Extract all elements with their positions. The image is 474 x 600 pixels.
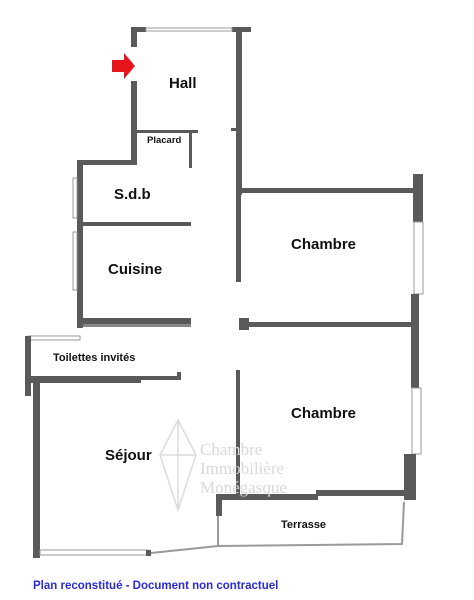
- room-label-sdb: S.d.b: [114, 186, 151, 203]
- room-label-toilettes: Toilettes invités: [53, 352, 136, 364]
- bedroom-window-upper: [413, 221, 424, 295]
- bedroom-right-wall-upper: [413, 174, 423, 222]
- cuisine-counter: [83, 324, 191, 327]
- corridor-door-jamb: [239, 318, 249, 330]
- sejour-terrasse-line: [150, 545, 219, 554]
- sdb-top-wall: [77, 160, 137, 165]
- cuisine-bottom-wall: [83, 318, 191, 324]
- room-label-placard: Placard: [147, 135, 182, 146]
- cuisine-window: [72, 231, 78, 291]
- terrasse-outline: [217, 500, 405, 548]
- room-label-hall: Hall: [169, 75, 197, 92]
- corridor-right-wall: [236, 190, 241, 282]
- bedroom-top-wall: [236, 188, 418, 193]
- entry-arrow-icon: [112, 53, 135, 79]
- sdb-right-wall: [189, 154, 192, 168]
- sejour-bottom-window: [39, 549, 149, 556]
- placard-top-wall: [137, 130, 198, 133]
- toilettes-bottom-wall: [31, 376, 181, 380]
- sdb-cuisine-wall: [83, 222, 191, 226]
- hall-left-wall-lower: [131, 81, 137, 163]
- sdb-left-wall: [77, 160, 83, 328]
- toilettes-top-window: [27, 335, 81, 341]
- sejour-left-wall: [33, 376, 40, 558]
- room-label-cuisine: Cuisine: [108, 261, 163, 278]
- watermark-text: Chambre Immobilière Monégasque: [200, 440, 287, 497]
- toilettes-left-wall: [25, 336, 31, 396]
- walls: [25, 27, 424, 558]
- diamond-logo-icon: [159, 418, 197, 513]
- room-label-chambre-bottom: Chambre: [291, 405, 357, 422]
- bedroom-right-wall-lower: [404, 454, 416, 500]
- bedroom-bottom-wall-left: [218, 494, 318, 500]
- hall-window: [145, 27, 233, 32]
- room-label-chambre-top: Chambre: [291, 236, 357, 253]
- hall-top-wall: [131, 27, 146, 32]
- sejour-bottom-wall-mid: [146, 550, 151, 556]
- sdb-window: [72, 177, 78, 219]
- placard-right-wall: [189, 130, 192, 154]
- bedroom-divider-wall: [249, 322, 413, 327]
- room-label-terrasse: Terrasse: [281, 519, 327, 531]
- footer-disclaimer: Plan reconstitué - Document non contract…: [33, 580, 279, 592]
- watermark-line-2: Immobilière: [200, 459, 285, 478]
- bedroom-right-wall-mid: [411, 294, 419, 388]
- bedroom-bottom-wall: [316, 490, 416, 496]
- placard-door-mark: [231, 128, 236, 131]
- hall-left-wall-upper: [131, 27, 137, 47]
- corridor-right-wall-lower: [236, 370, 240, 500]
- watermark-line-1: Chambre: [200, 440, 263, 459]
- hall-right-wall: [236, 27, 242, 195]
- bedroom-window-lower: [411, 387, 422, 455]
- room-label-sejour: Séjour: [105, 447, 152, 464]
- toilettes-right-post: [177, 372, 181, 380]
- terrasse-left-post: [216, 494, 222, 516]
- watermark-line-3: Monégasque: [200, 478, 287, 497]
- toilettes-inner-wall: [31, 380, 141, 383]
